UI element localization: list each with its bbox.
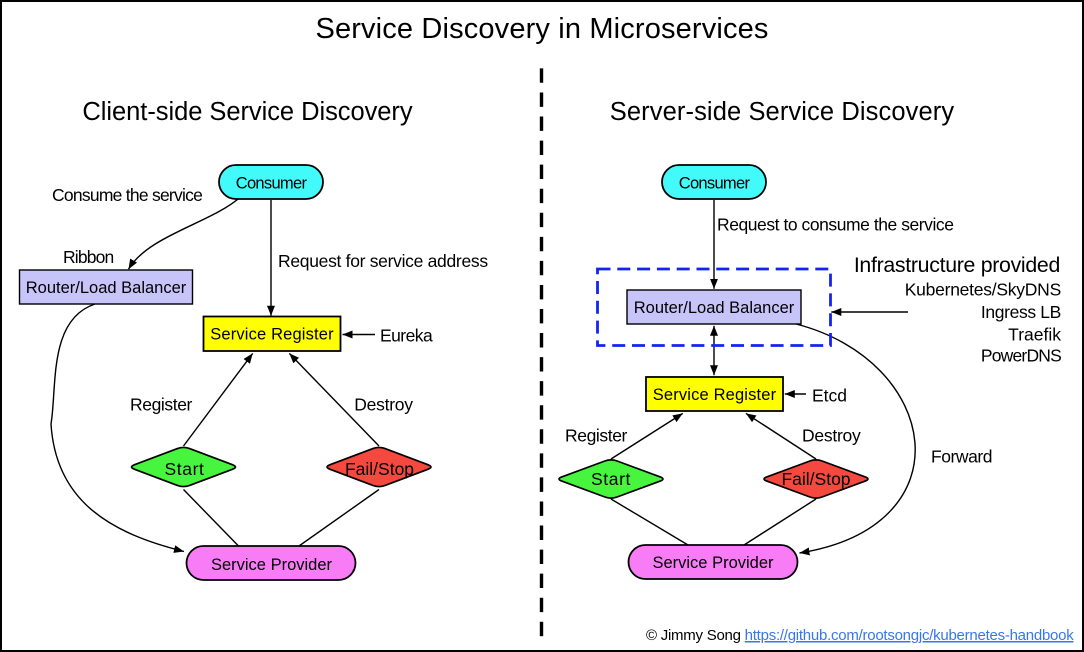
svg-text:Etcd: Etcd: [812, 386, 847, 406]
svg-text:PowerDNS: PowerDNS: [981, 346, 1061, 366]
svg-text:Consumer: Consumer: [236, 175, 308, 193]
svg-text:Request for service address: Request for service address: [278, 251, 488, 271]
svg-text:Ribbon: Ribbon: [63, 247, 113, 267]
svg-text:Traefik: Traefik: [1008, 324, 1061, 344]
svg-text:Service Discovery in Microserv: Service Discovery in Microservices: [315, 13, 768, 45]
svg-text:Start: Start: [591, 469, 631, 489]
svg-text:Eureka: Eureka: [380, 326, 433, 346]
svg-text:Server-side Service Discovery: Server-side Service Discovery: [610, 98, 955, 126]
svg-text:Destroy: Destroy: [354, 395, 413, 415]
svg-text:Fail/Stop: Fail/Stop: [781, 469, 850, 489]
svg-text:Router/Load Balancer: Router/Load Balancer: [26, 279, 187, 297]
svg-text:Service Provider: Service Provider: [652, 554, 774, 572]
svg-text:Infrastructure provided: Infrastructure provided: [854, 253, 1060, 277]
svg-text:Request to consume the service: Request to consume the service: [717, 215, 954, 235]
svg-text:Client-side Service Discovery: Client-side Service Discovery: [82, 98, 412, 126]
svg-text:© Jimmy Song https://github.co: © Jimmy Song https://github.com/rootsong…: [646, 627, 1074, 644]
svg-text:Kubernetes/SkyDNS: Kubernetes/SkyDNS: [905, 279, 1061, 299]
svg-text:Service Register: Service Register: [210, 326, 334, 344]
svg-text:Start: Start: [165, 459, 205, 479]
svg-text:Router/Load Balancer: Router/Load Balancer: [634, 299, 795, 317]
svg-text:Ingress LB: Ingress LB: [981, 302, 1061, 322]
svg-text:Fail/Stop: Fail/Stop: [345, 459, 414, 479]
svg-text:Register: Register: [130, 395, 193, 415]
svg-text:Consumer: Consumer: [679, 175, 751, 193]
svg-text:Register: Register: [565, 426, 628, 446]
svg-text:Forward: Forward: [931, 447, 992, 467]
svg-text:Consume the service: Consume the service: [52, 185, 202, 205]
svg-text:Service Register: Service Register: [653, 386, 777, 404]
svg-text:Destroy: Destroy: [802, 426, 861, 446]
svg-text:Service Provider: Service Provider: [211, 556, 333, 574]
